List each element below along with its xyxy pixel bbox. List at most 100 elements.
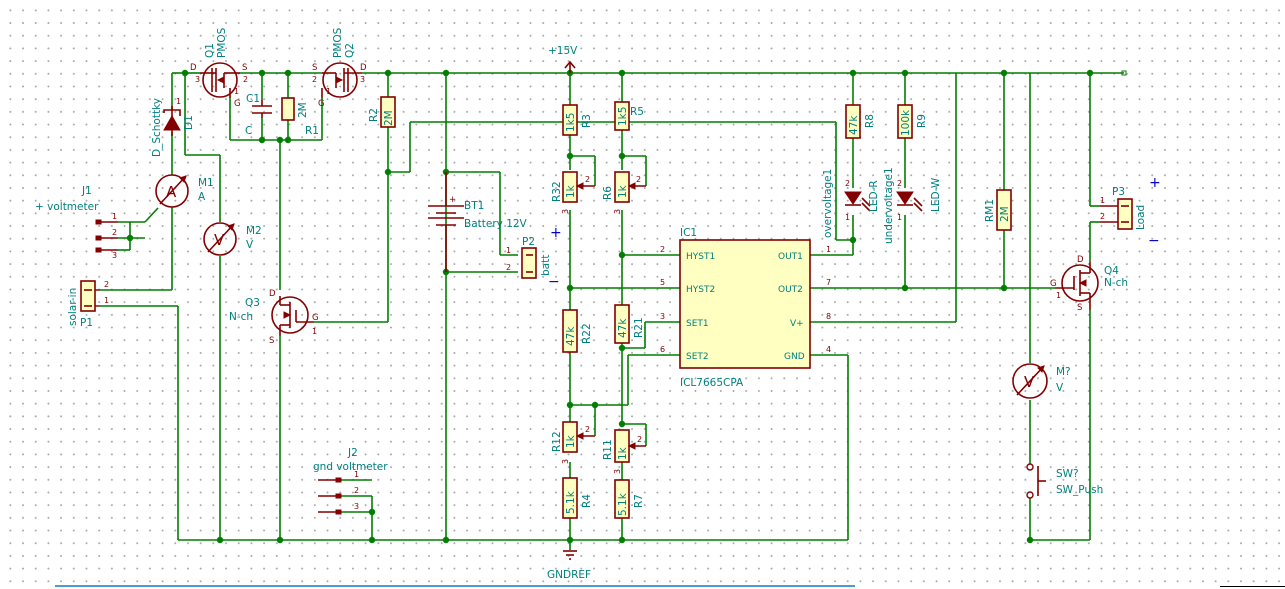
led2-ref: undervoltage1 <box>883 167 895 244</box>
d1-value: D_Schottky <box>151 98 163 157</box>
p3-connector: 1 2 P3 Load + − <box>1100 175 1161 249</box>
r4-resistor: 5.1k R4 <box>562 477 593 519</box>
wires <box>100 72 1124 550</box>
p2-pin2: 2 <box>506 263 511 272</box>
j2-pin3: 3 <box>354 502 359 511</box>
ic1-pin-vplus: V+ <box>790 319 804 329</box>
q2-pin-g: G <box>318 99 325 109</box>
ic1-pin-set2: SET2 <box>686 352 709 362</box>
c1-pin-c: C <box>245 125 252 137</box>
sw-value: SW_Push <box>1056 484 1103 496</box>
power-flag-15v: +15V <box>548 45 578 73</box>
led1-ref: overvoltage1 <box>822 169 834 238</box>
q1-pin-g: G <box>234 99 241 109</box>
r3-value: 1k5 <box>565 113 577 132</box>
r21-resistor: 47k R21 <box>614 304 645 344</box>
j1-value: + voltmeter <box>35 201 99 213</box>
r9-value: 100k <box>900 109 912 136</box>
rm1-resistor: 2M RM1 <box>984 189 1012 231</box>
q1-pin-d: D <box>190 63 197 73</box>
p2-pin1: 1 <box>506 246 511 255</box>
r1-resistor: 2M R1 <box>281 97 319 137</box>
j1-ref: J1 <box>81 185 92 197</box>
q3-ref: Q3 <box>245 297 260 309</box>
r2-ref: R2 <box>368 108 380 122</box>
r3-ref: R3 <box>581 114 593 128</box>
r7-resistor: 5.1k R7 <box>614 479 645 519</box>
q3-value: N-ch <box>229 311 253 323</box>
led2-pin1: 1 <box>897 213 902 222</box>
q2-pin-d: D <box>360 63 367 73</box>
r32-potentiometer: 1k R32 2 3 <box>551 171 595 214</box>
p2-connector: 1 2 P2 batt + − <box>506 225 562 290</box>
q4-nmos: D S G 1 Q4 N-ch <box>1050 255 1128 313</box>
ic1-pin-hyst1: HYST1 <box>686 252 715 262</box>
r32-pin3: 3 <box>561 209 570 214</box>
m1-value: A <box>198 191 206 203</box>
ic1-pinnum-6: 6 <box>660 345 665 354</box>
r11-potentiometer: 1k R11 2 3 <box>602 429 646 474</box>
p3-pin1: 1 <box>1100 196 1105 205</box>
r12-ref: R12 <box>551 431 563 452</box>
r32-ref: R32 <box>551 181 563 202</box>
q1-pmos: D S G 3 2 1 Q1 PMOS <box>190 27 248 109</box>
r12-pin3: 3 <box>561 459 570 464</box>
ic1-ref: IC1 <box>680 227 697 239</box>
j2-pin1: 1 <box>354 470 359 479</box>
ic1-pinnum-8: 8 <box>826 312 831 321</box>
d1-ref: D1 <box>183 115 195 130</box>
r11-ref: R11 <box>602 439 614 460</box>
m2-value: V <box>246 239 254 251</box>
m2-voltmeter: V M2 V <box>203 222 262 256</box>
ic1-pinnum-1: 1 <box>826 245 831 254</box>
r6-value: 1k <box>617 184 629 198</box>
j2-pin2: 2 <box>354 486 359 495</box>
q2-pin2: 2 <box>312 75 317 84</box>
ic1-value: ICL7665CPA <box>680 377 744 389</box>
r22-resistor: 47k R22 <box>562 309 593 353</box>
ic1-pin-gnd: GND <box>784 352 805 362</box>
r6-ref: R6 <box>602 186 614 200</box>
q4-pin-s: S <box>1077 303 1082 313</box>
m3-value: V <box>1056 382 1064 394</box>
led1-pin1: 1 <box>845 213 850 222</box>
r1-value: 2M <box>297 102 309 118</box>
gnd-label: GNDREF <box>547 569 591 581</box>
bt1-value: Battery 12V <box>464 218 528 230</box>
power-label: +15V <box>548 45 578 57</box>
q2-ref: Q2 <box>344 43 356 58</box>
r4-value: 5.1k <box>565 490 577 514</box>
ic1-pinnum-2: 2 <box>660 245 665 254</box>
led-overvoltage: 2 1 overvoltage1 LED-R <box>822 169 880 238</box>
r22-ref: R22 <box>581 323 593 344</box>
r6-potentiometer: 1k R6 2 3 <box>602 171 646 214</box>
j2-ref: J2 <box>347 447 358 459</box>
r8-resistor: 47k R8 <box>845 104 876 139</box>
r12-potentiometer: 1k R12 2 3 <box>551 421 595 464</box>
r5-value: 1k5 <box>617 107 629 126</box>
q3-pin-s: S <box>269 336 274 346</box>
q2-pin-s: S <box>312 63 317 73</box>
p3-value: Load <box>1135 205 1147 230</box>
p1-pin1: 1 <box>104 296 109 305</box>
ic1-pin-out1: OUT1 <box>778 252 803 262</box>
ic1-pin-set1: SET1 <box>686 319 709 329</box>
m3-voltmeter: V M? V <box>1012 363 1071 399</box>
r6-pin3: 3 <box>613 209 622 214</box>
p2-ref: P2 <box>522 236 535 248</box>
m1-ref: M1 <box>198 177 214 189</box>
q2-pin3: 3 <box>360 75 365 84</box>
led2-value: LED-W <box>930 177 942 212</box>
r32-value: 1k <box>565 184 577 198</box>
c1-capacitor: C1 C <box>245 93 272 137</box>
rm1-ref: RM1 <box>984 199 996 222</box>
bt1-plus: + <box>449 195 456 205</box>
junctions <box>126 69 1094 544</box>
sw-push: SW? SW_Push <box>1026 463 1103 499</box>
ic1-pinnum-5: 5 <box>660 278 665 287</box>
p3-ref: P3 <box>1112 186 1125 198</box>
p1-pin2: 2 <box>104 280 109 289</box>
q1-value: PMOS <box>216 27 228 58</box>
